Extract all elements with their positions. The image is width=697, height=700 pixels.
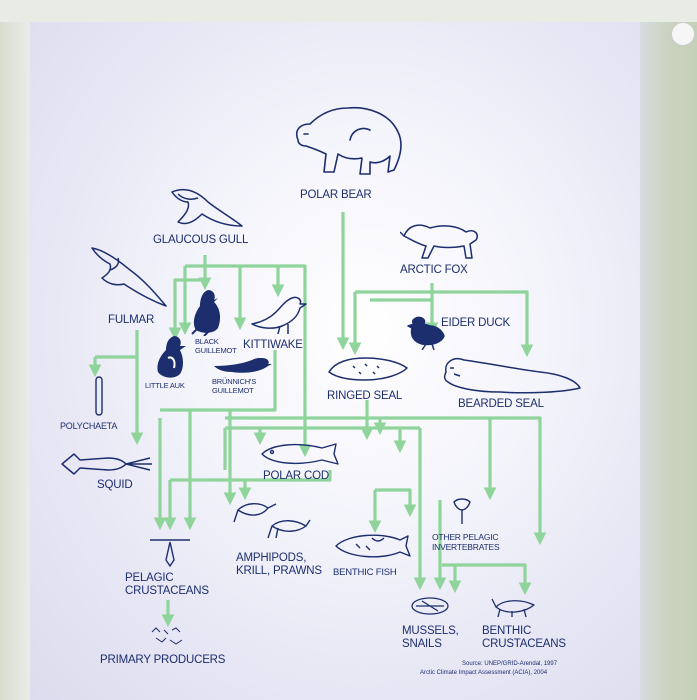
label-pelagic-crustaceans: PELAGIC CRUSTACEANS <box>125 572 209 597</box>
label-ringed-seal: RINGED SEAL <box>327 390 403 402</box>
source-line-2: Arctic Climate Impact Assessment (ACIA),… <box>420 670 548 676</box>
label-squid: SQUID <box>97 479 133 491</box>
bearded-seal-icon <box>443 358 581 394</box>
pelagic-crustaceans-icon <box>150 539 190 568</box>
arctic-fox-icon <box>400 224 478 259</box>
label-eider-duck: EIDER DUCK <box>441 317 510 329</box>
little-auk-icon <box>157 336 186 378</box>
label-arctic-fox: ARCTIC FOX <box>400 264 468 276</box>
browser-top-bar <box>0 0 697 22</box>
fulmar-icon <box>91 247 167 307</box>
eider-duck-icon <box>407 316 445 350</box>
other-pelagic-invertebrates-icon <box>453 498 471 524</box>
label-black-guillemot: BLACK GUILLEMOT <box>195 337 237 355</box>
kittiwake-icon <box>251 296 307 335</box>
source-line-1: Source: UNEP/GRID-Arendal, 1997 <box>462 661 558 667</box>
amphipods-krill-icon <box>233 503 311 539</box>
label-polar-bear: POLAR BEAR <box>300 189 372 201</box>
label-fulmar: FULMAR <box>108 314 155 326</box>
primary-producers-icon <box>151 627 183 645</box>
label-mussels-snails: MUSSELS, SNAILS <box>402 625 459 650</box>
benthic-fish-icon <box>335 534 411 558</box>
ringed-seal-icon <box>328 357 408 381</box>
polychaeta-icon <box>95 376 103 416</box>
label-primary-producers: PRIMARY PRODUCERS <box>100 654 226 666</box>
black-guillemot-icon <box>191 290 221 336</box>
label-benthic-crustaceans: BENTHIC CRUSTACEANS <box>482 625 566 650</box>
label-little-auk: LITTLE AUK <box>145 381 185 390</box>
label-benthic-fish: BENTHIC FISH <box>333 567 397 578</box>
scroll-corner-button[interactable] <box>671 22 695 46</box>
brunnichs-guillemot-icon <box>214 358 272 373</box>
label-glaucous-gull: GLAUCOUS GULL <box>153 234 249 246</box>
label-kittiwake: KITTIWAKE <box>243 339 303 351</box>
polar-cod-icon <box>261 443 339 465</box>
benthic-crustaceans-icon <box>491 598 535 618</box>
label-bearded-seal: BEARDED SEAL <box>458 398 544 410</box>
glaucous-gull-icon <box>171 188 243 227</box>
label-polychaeta: POLYCHAETA <box>60 421 118 431</box>
diagram-page <box>30 22 640 700</box>
label-brunnichs-guillemot: BRÜNNICH'S GUILLEMOT <box>212 377 257 395</box>
polar-bear-icon <box>295 106 402 175</box>
label-amphipods-krill-prawns: AMPHIPODS, KRILL, PRAWNS <box>236 552 322 577</box>
label-polar-cod: POLAR COD <box>263 470 329 482</box>
squid-icon <box>61 453 152 475</box>
mussels-snails-icon <box>411 597 449 615</box>
label-other-pelagic-invertebrates: OTHER PELAGIC INVERTEBRATES <box>432 532 500 552</box>
